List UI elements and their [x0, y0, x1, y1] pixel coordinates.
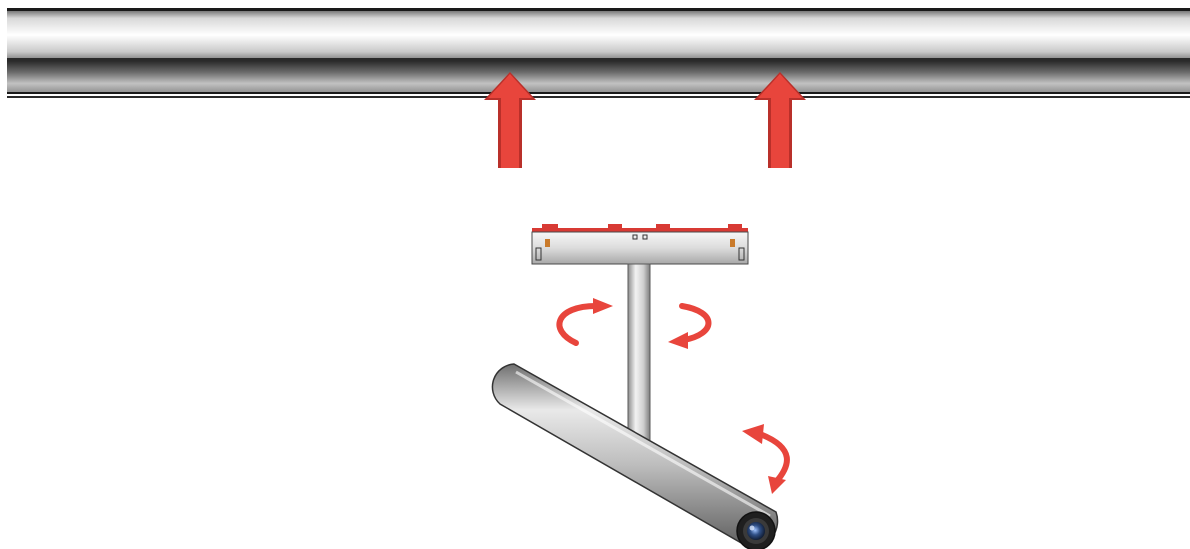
rotate-arrow-icon [556, 298, 613, 346]
tilt-arrow-icon [742, 424, 790, 494]
lens-icon [736, 511, 776, 549]
spotlight-tube [491, 363, 779, 549]
track-rail [7, 8, 1190, 98]
stem-pole [627, 263, 651, 443]
rotate-arrow-icon [668, 303, 712, 349]
arrow-up-icon [754, 72, 806, 168]
arrow-up-icon [484, 72, 536, 168]
track-adapter [531, 224, 749, 265]
